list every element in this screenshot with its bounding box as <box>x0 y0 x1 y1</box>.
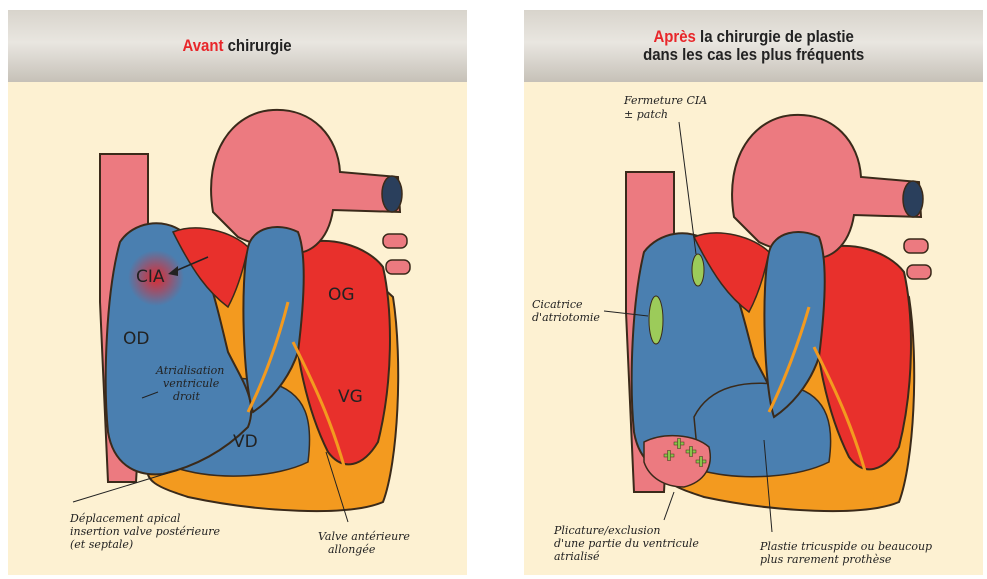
title-highlight: Après <box>653 27 695 46</box>
annotation-plicature-2: d'une partie du ventricule <box>554 537 699 550</box>
annotation-plastie-1: Plastie tricuspide ou beaucoup <box>759 540 932 553</box>
annotation-cicatrice-1: Cicatrice <box>532 298 583 311</box>
panel-after: Après la chirurgie de plastie dans les c… <box>524 10 983 575</box>
label-og: OG <box>328 285 355 305</box>
panel-header: Après la chirurgie de plastie dans les c… <box>524 10 983 82</box>
annotation-plicature-3: atrialisé <box>554 550 600 563</box>
pulmonary-vein <box>904 239 928 253</box>
title-rest-line1: la chirurgie de plastie <box>696 27 854 46</box>
pulmonary-vein <box>383 234 407 248</box>
cia-patch <box>692 254 704 286</box>
atriotomy-scar <box>649 296 663 344</box>
label-vg: VG <box>338 387 363 407</box>
pulmonary-vein <box>907 265 931 279</box>
panel-header: Avant chirurgie <box>8 10 467 82</box>
label-vd: VD <box>233 432 258 452</box>
panel-title: Après la chirurgie de plastie dans les c… <box>643 28 864 64</box>
annotation-atrialisation-3: droit <box>173 390 200 403</box>
aorta <box>732 115 921 258</box>
annotation-fermeture-2: ± patch <box>624 108 668 121</box>
heart-illustration-after: Fermeture CIA ± patch Cicatrice d'atriot… <box>524 82 983 575</box>
heart-illustration-before: CIA OD OG VG VD Atrialisation ventricule… <box>8 82 467 575</box>
label-od: OD <box>123 329 149 349</box>
panel-before: Avant chirurgie <box>8 10 467 575</box>
panel-title: Avant chirurgie <box>183 37 292 55</box>
right-ventricle <box>694 383 831 476</box>
annotation-atrialisation-2: ventricule <box>163 377 220 390</box>
annotation-cicatrice-2: d'atriotomie <box>532 311 600 324</box>
annotation-plicature-1: Plicature/exclusion <box>553 524 660 537</box>
annotation-valve-1: Valve antérieure <box>318 530 410 543</box>
title-line2: dans les cas les plus fréquents <box>643 45 864 64</box>
title-rest: chirurgie <box>224 36 292 55</box>
aorta <box>211 110 400 253</box>
annotation-valve-2: allongée <box>328 543 376 556</box>
annotation-plastie-2: plus rarement prothèse <box>760 553 892 566</box>
annotation-fermeture-1: Fermeture CIA <box>623 94 707 107</box>
pulmonary-vein <box>386 260 410 274</box>
title-highlight: Avant <box>183 36 224 55</box>
annotation-deplacement-2: insertion valve postérieure <box>70 525 221 538</box>
annotation-atrialisation-1: Atrialisation <box>155 364 224 377</box>
annotation-deplacement-1: Déplacement apical <box>69 512 181 525</box>
annotation-deplacement-3: (et septale) <box>70 538 133 551</box>
label-cia: CIA <box>136 267 165 287</box>
